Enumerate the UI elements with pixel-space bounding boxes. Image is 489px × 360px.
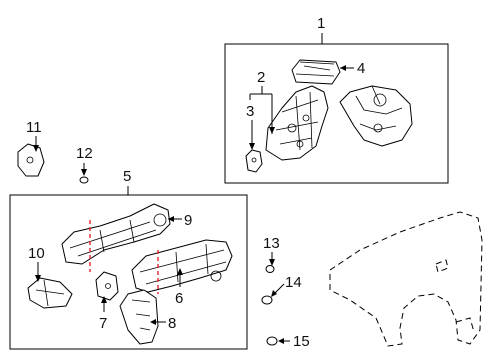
callout-5: 5 [123, 168, 131, 185]
part-11-bracket [17, 143, 45, 177]
fender-outline [329, 211, 483, 347]
callout-4: 4 [357, 60, 365, 77]
part-15-clip [266, 336, 278, 346]
group-box-1 [224, 43, 449, 184]
callout-1: 1 [317, 15, 325, 32]
part-3-bracket [245, 149, 263, 173]
part-4-bracket [291, 59, 341, 85]
callout-10: 10 [28, 245, 45, 262]
callout-15: 15 [293, 333, 310, 350]
part-6-side-member [131, 239, 233, 293]
callout-2: 2 [257, 69, 265, 86]
callout-9: 9 [184, 212, 192, 229]
part-8-plate [119, 289, 159, 345]
part-2-apron [265, 85, 329, 161]
part-7-bracket [95, 271, 119, 301]
callout-13: 13 [263, 235, 280, 252]
callout-6: 6 [175, 290, 183, 307]
part-13-clip [265, 265, 275, 273]
callout-3: 3 [246, 103, 254, 120]
part-1-wheelhouse [339, 85, 413, 147]
part-10-bracket [27, 277, 73, 309]
callout-8: 8 [168, 315, 176, 332]
callout-11: 11 [26, 119, 42, 136]
part-14-clip [261, 295, 273, 305]
part-9-side-member [61, 203, 171, 265]
part-12-grommet [79, 176, 89, 184]
callout-14: 14 [285, 274, 302, 291]
callout-7: 7 [99, 315, 107, 332]
callout-12: 12 [76, 145, 93, 162]
